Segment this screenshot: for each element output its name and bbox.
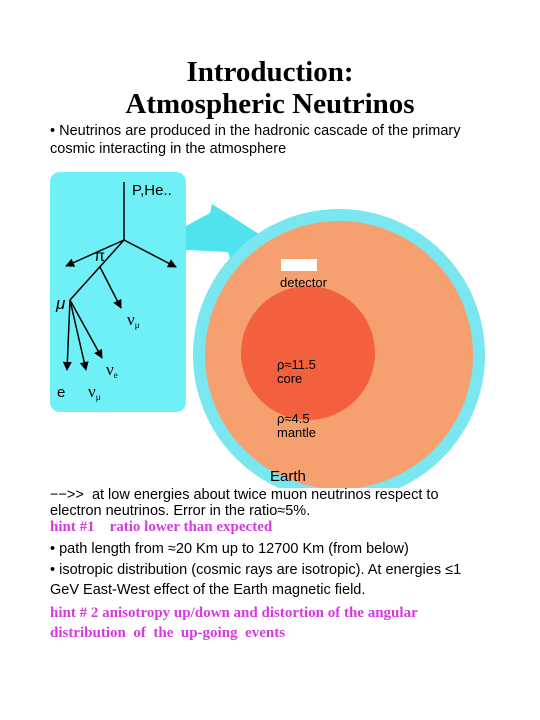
page-title-line-2: Atmospheric Neutrinos [125,88,415,120]
numu-track-1 [99,266,122,309]
nue-track [69,299,103,359]
hint-1: hint #1 ratio lower than expected [50,518,272,536]
earth-label: Earth [270,468,306,485]
hint-2-line-2: distribution of the up-going events [50,625,286,641]
isotropic-bullet-line-1: • isotropic distribution (cosmic rays ar… [50,562,462,578]
detector-marker [281,259,317,271]
atmosphere-box [50,172,186,412]
isotropic-bullet-line-2: GeV East-West effect of the Earth magnet… [50,582,366,598]
numu-label-1: νμ [127,310,140,330]
core-density-label: ρ≈11.5 [277,357,316,372]
path-length-bullet: • path length from ≈20 Km up to 12700 Km… [50,541,409,557]
ratio-line-1-text: at low energies about twice muon neutrin… [91,487,439,503]
neutrino-diagram: P,He.. π μ νμ νe e νμ detector ρ≈11.5 co… [50,172,485,488]
electron-label: e [57,384,65,401]
muon-track-down [62,299,72,371]
ratio-arrow-prefix: −−>> [50,487,84,503]
pion-track [69,239,125,301]
pion-label: π [94,248,105,265]
page-title-line-1: Introduction: [186,56,354,88]
core-label: core [277,371,302,386]
mantle-label: mantle [277,425,316,440]
nue-label: νe [106,360,118,380]
hint-2-line-1: hint # 2 anisotropy up/down and distorti… [50,605,418,621]
cascade-left-track [65,239,125,267]
intro-line-2: cosmic interacting in the atmosphere [50,141,287,157]
mantle-density-label: ρ≈4.5 [277,411,310,426]
hint-1-text: ratio lower than expected [109,519,273,535]
ratio-line-2: electron neutrinos. Error in the ratio≈5… [50,503,311,519]
primary-label: P,He.. [132,182,172,199]
numu-label-2: νμ [88,382,101,402]
intro-line-1: • Neutrinos are produced in the hadronic… [50,123,461,139]
earth-core [241,286,375,420]
detector-label: detector [280,275,328,290]
hint-1-number: hint #1 [50,519,95,535]
muon-label: μ [55,294,66,313]
ratio-line-1: −−>> at low energies about twice muon ne… [50,486,439,504]
muon-track-mid [69,299,89,371]
cascade-right-track [123,239,177,268]
